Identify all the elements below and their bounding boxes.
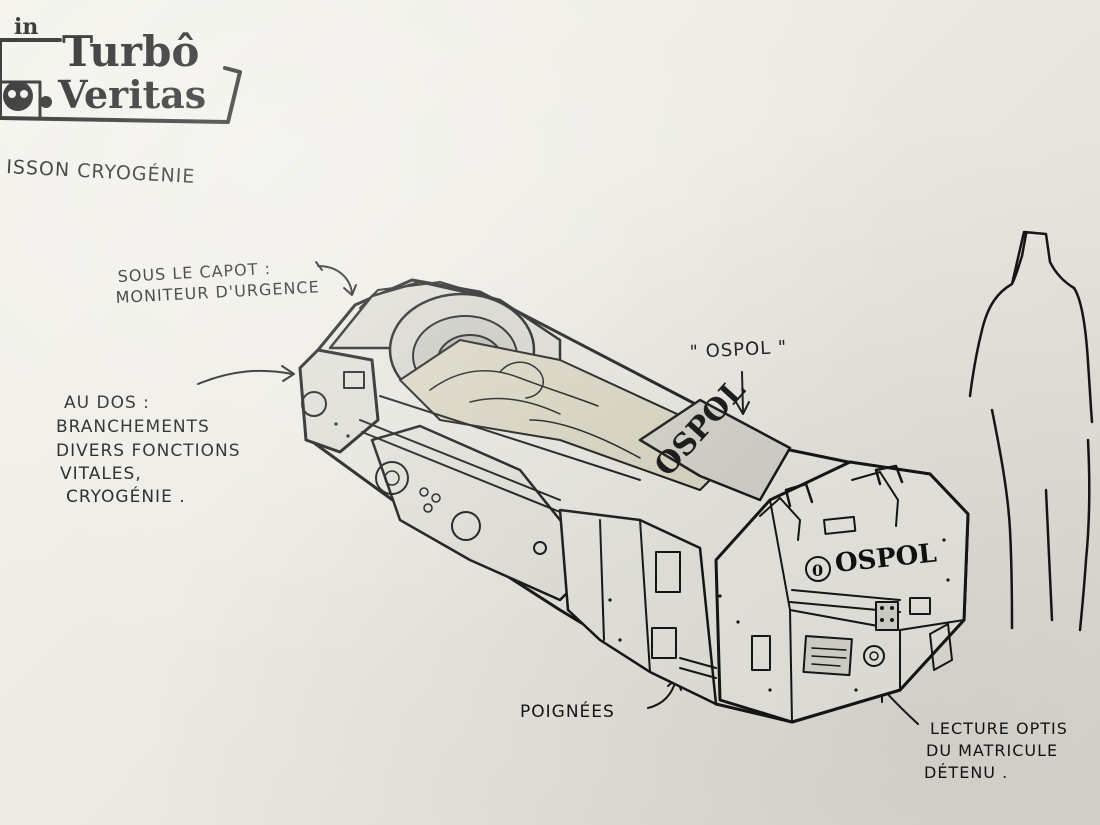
svg-text:VITALES,: VITALES, (60, 464, 142, 484)
pod-front-badge: 0 (812, 561, 823, 580)
sketch-subtitle: ISSON CRYOGÉNIE (6, 155, 196, 188)
logo-word-veritas: Veritas (57, 72, 206, 117)
annotation-ospol: " OSPOL " (689, 337, 788, 415)
svg-text:DIVERS FONCTIONS: DIVERS FONCTIONS (56, 441, 241, 461)
skull-icon (3, 81, 33, 111)
svg-text:CRYOGÉNIE .: CRYOGÉNIE . (66, 485, 186, 507)
human-silhouette (968, 230, 1094, 632)
svg-text:BRANCHEMENTS: BRANCHEMENTS (56, 417, 210, 437)
svg-text:" OSPOL ": " OSPOL " (689, 337, 788, 363)
svg-text:DÉTENU .: DÉTENU . (924, 763, 1008, 782)
svg-text:AU DOS :: AU DOS : (64, 393, 150, 413)
svg-text:LECTURE OPTIS: LECTURE OPTIS (930, 719, 1068, 738)
annotation-dos: AU DOS : BRANCHEMENTS DIVERS FONCTIONS V… (56, 365, 295, 507)
logo-word-turbo: Turbô (62, 27, 199, 76)
annotation-lecture: LECTURE OPTIS DU MATRICULE DÉTENU . (881, 687, 1068, 782)
annotation-capot: SOUS LE CAPOT : MONITEUR D'URGENCE (115, 259, 357, 307)
svg-text:DU MATRICULE: DU MATRICULE (926, 741, 1058, 760)
turbo-veritas-logo: in Turbô Veritas (0, 14, 242, 124)
cryo-pod: OSPOL (298, 278, 970, 724)
svg-text:POIGNÉES: POIGNÉES (520, 700, 615, 722)
annotation-poignees: POIGNÉES (520, 677, 682, 722)
logo-small-word: in (14, 14, 38, 40)
